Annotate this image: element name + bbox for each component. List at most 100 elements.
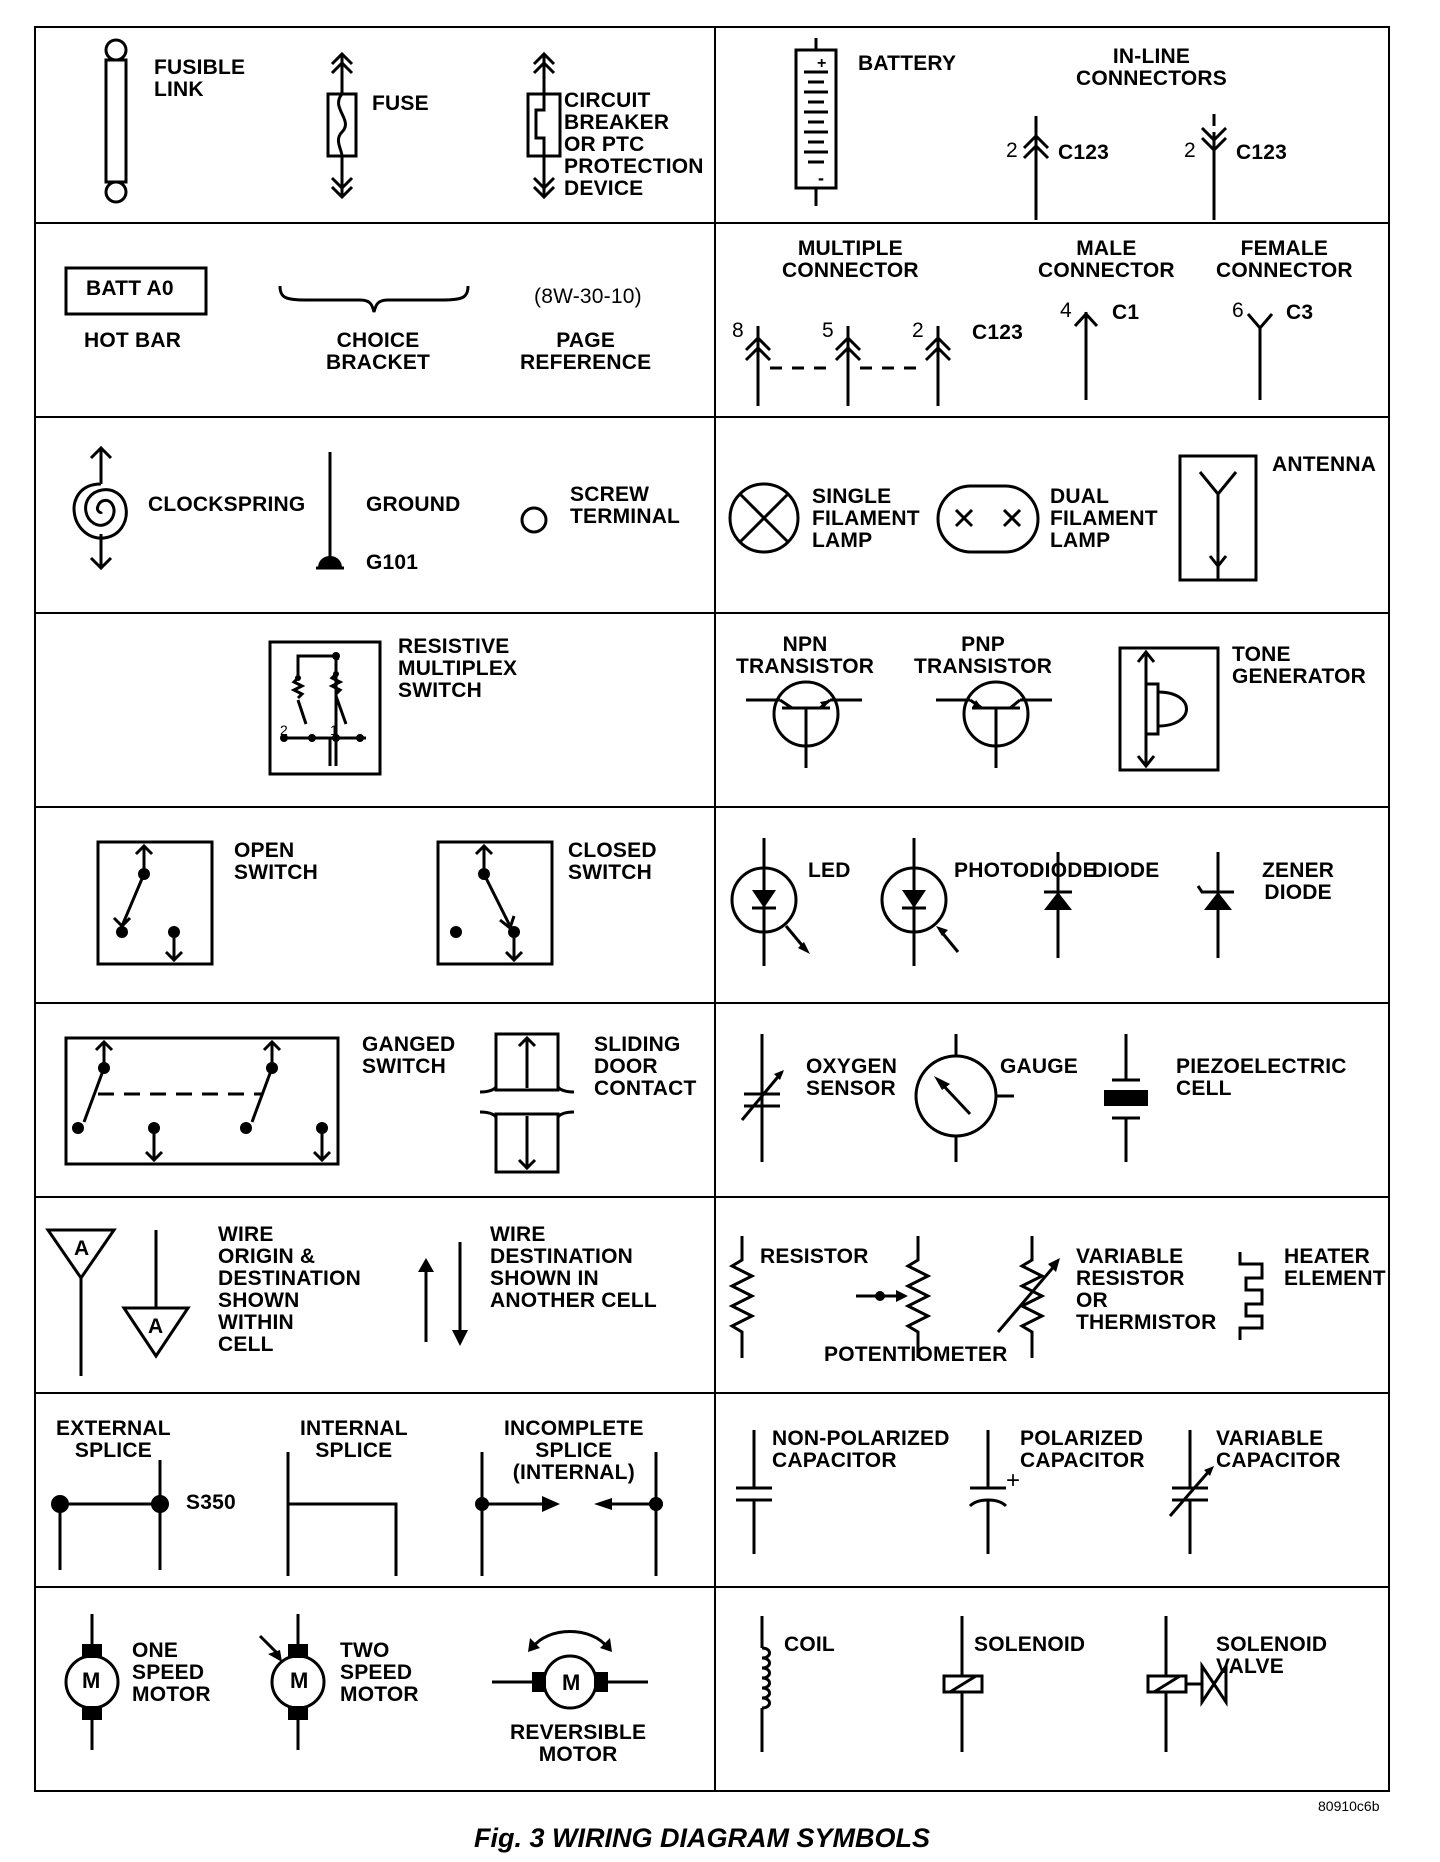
cell-wire-origin: A A WIRE ORIGIN & DESTINATION SHOWN WITH…: [36, 1198, 714, 1392]
zener-diode-label: ZENER DIODE: [1262, 859, 1335, 904]
ganged-switch-label: GANGED SWITCH: [362, 1033, 456, 1078]
heater-element-icon: [1238, 1252, 1264, 1340]
cell-capacitors: NON-POLARIZED CAPACITOR + POLARIZED CAPA…: [716, 1394, 1392, 1586]
pnp-transistor-label: PNP TRANSISTOR: [914, 633, 1053, 678]
piezoelectric-cell-label: PIEZOELECTRIC CELL: [1176, 1055, 1347, 1100]
internal-splice-icon: [286, 1452, 398, 1576]
resistor-icon: [728, 1236, 756, 1358]
column-divider: [714, 224, 716, 416]
closed-switch-label: CLOSED SWITCH: [568, 839, 657, 884]
open-switch-label: OPEN SWITCH: [234, 839, 319, 884]
male-conn: C1: [1112, 301, 1140, 324]
cell-ganged-sliding: GANGED SWITCH SLIDING DOOR CONTACT: [36, 1004, 714, 1196]
rms-position-2: 2: [280, 722, 288, 738]
gauge-icon: [914, 1034, 1014, 1162]
multi-pin-8: 8: [732, 319, 744, 342]
page-reference-label: PAGE REFERENCE: [520, 329, 652, 374]
svg-text:+: +: [817, 55, 826, 72]
reversible-motor-icon: [492, 1630, 648, 1710]
zener-diode-icon: [1196, 852, 1234, 958]
figure-caption: Fig. 3 WIRING DIAGRAM SYMBOLS: [474, 1823, 930, 1853]
ground-icon: [316, 452, 344, 570]
female-conn: C3: [1286, 301, 1314, 324]
non-polarized-capacitor-label: NON-POLARIZED CAPACITOR: [772, 1427, 950, 1472]
cell-hotbar-bracket-ref: BATT A0 HOT BAR CHOICE BRACKET (8W-30-10…: [36, 224, 714, 416]
cell-transistors-tone: NPN TRANSISTOR PNP TRANSISTOR: [716, 614, 1392, 806]
female-pin: 6: [1232, 299, 1244, 322]
wire-origin-letter-1: A: [74, 1237, 90, 1260]
cell-sensors: OXYGEN SENSOR GAUGE: [716, 1004, 1392, 1196]
cell-resistors: RESISTOR POTENTIOMETER VARIABLE RESISTOR…: [716, 1198, 1392, 1392]
motor-letter-2: M: [290, 1668, 309, 1693]
motor-letter-3: M: [562, 1670, 581, 1695]
antenna-label: ANTENNA: [1272, 453, 1377, 476]
inline-pin-1: 2: [1006, 139, 1018, 162]
wire-origin-label: WIRE ORIGIN & DESTINATION SHOWN WITHIN C…: [218, 1223, 361, 1356]
screw-terminal-label: SCREW TERMINAL: [570, 483, 681, 528]
reversible-motor-label: REVERSIBLE MOTOR: [510, 1721, 647, 1766]
motor-letter-1: M: [82, 1668, 101, 1693]
column-divider: [714, 1394, 716, 1586]
led-label: LED: [808, 859, 851, 882]
pnp-transistor-icon: [936, 680, 1052, 768]
multi-pin-5: 5: [822, 319, 834, 342]
photodiode-label: PHOTODIODE: [954, 859, 1097, 882]
variable-resistor-label: VARIABLE RESISTOR OR THERMISTOR: [1076, 1245, 1217, 1334]
inline-connector-male-icon: [1022, 116, 1050, 220]
diode-label: DIODE: [1092, 859, 1160, 882]
row-7: A A WIRE ORIGIN & DESTINATION SHOWN WITH…: [36, 1198, 1388, 1394]
wire-destination-label: WIRE DESTINATION SHOWN IN ANOTHER CELL: [490, 1223, 657, 1312]
variable-capacitor-label: VARIABLE CAPACITOR: [1216, 1427, 1341, 1472]
hot-bar-icon: [64, 266, 208, 316]
variable-resistor-icon: [996, 1236, 1060, 1358]
one-speed-motor-label: ONE SPEED MOTOR: [132, 1639, 211, 1706]
hot-bar-label: HOT BAR: [84, 329, 182, 352]
external-splice-icon: [51, 1460, 169, 1570]
fusible-link-label: FUSIBLE LINK: [154, 56, 246, 101]
inline-conn-2: C123: [1236, 141, 1288, 164]
two-speed-motor-icon: [258, 1614, 326, 1750]
wire-destination-arrows-icon: [418, 1242, 468, 1346]
battery-label: BATTERY: [858, 52, 957, 75]
splice-id: S350: [186, 1491, 236, 1514]
potentiometer-icon: [856, 1236, 932, 1358]
row-6: GANGED SWITCH SLIDING DOOR CONTACT: [36, 1004, 1388, 1198]
single-filament-lamp-icon: [728, 482, 800, 554]
resistive-multiplex-switch-icon: [268, 640, 382, 776]
battery-icon: + -: [794, 38, 838, 206]
page-reference-value: (8W-30-10): [534, 285, 642, 308]
cell-switches: OPEN SWITCH CLOSED SWITCH: [36, 808, 714, 1002]
female-connector-icon: [1246, 313, 1274, 400]
tone-generator-label: TONE GENERATOR: [1232, 643, 1367, 688]
inline-connector-female-icon: [1200, 114, 1228, 220]
polarized-plus: +: [1006, 1467, 1021, 1494]
hot-bar-box-text: BATT A0: [86, 277, 174, 300]
potentiometer-label: POTENTIOMETER: [824, 1343, 1008, 1366]
open-switch-icon: [96, 840, 214, 966]
dual-filament-lamp-label: DUAL FILAMENT LAMP: [1050, 485, 1158, 552]
fuse-icon: [326, 51, 358, 200]
svg-text:-: -: [818, 168, 824, 188]
row-5: OPEN SWITCH CLOSED SWITCH: [36, 808, 1388, 1004]
cell-clockspring-ground: CLOCKSPRING GROUND G101 SCREW TERMINAL: [36, 418, 714, 612]
wire-origin-letter-2: A: [148, 1315, 164, 1338]
resistive-multiplex-switch-label: RESISTIVE MULTIPLEX SWITCH: [398, 635, 518, 702]
variable-capacitor-icon: [1168, 1430, 1214, 1554]
circuit-breaker-icon: [526, 51, 562, 200]
cell-splices: EXTERNAL SPLICE S350 INTERNAL SPLICE INC…: [36, 1394, 714, 1586]
dual-filament-lamp-icon: [936, 484, 1040, 554]
cell-diodes: LED PHOTODIODE DIODE: [716, 808, 1392, 1002]
male-connector-icon: [1073, 311, 1099, 400]
cell-motors: M ONE SPEED MOTOR M TWO SPEED MOTOR: [36, 1588, 714, 1792]
column-divider: [714, 614, 716, 806]
inline-connectors-label: IN-LINE CONNECTORS: [1076, 45, 1227, 90]
single-filament-lamp-label: SINGLE FILAMENT LAMP: [812, 485, 920, 552]
ganged-switch-icon: [64, 1036, 340, 1166]
cell-fuses: FUSIBLE LINK FUSE: [36, 28, 714, 222]
external-splice-label: EXTERNAL SPLICE: [56, 1417, 171, 1462]
clockspring-icon: [72, 445, 128, 571]
incomplete-splice-label: INCOMPLETE SPLICE (INTERNAL): [504, 1417, 644, 1484]
choice-bracket-icon: [278, 285, 470, 313]
multi-conn: C123: [972, 321, 1024, 344]
led-icon: [730, 838, 810, 966]
